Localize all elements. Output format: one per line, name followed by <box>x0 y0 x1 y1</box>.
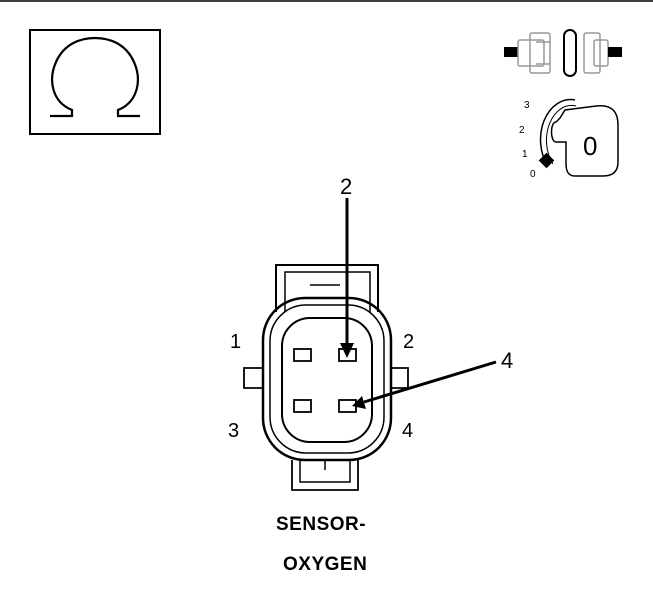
oxygen-sensor-connector <box>243 264 409 491</box>
caption-line-1: SENSOR- <box>276 514 366 535</box>
ohm-meter-icon <box>29 29 161 135</box>
callout-label-2: 2 <box>340 174 352 199</box>
pin-label-3: 3 <box>228 420 239 442</box>
callout-arrow-2 <box>340 198 354 358</box>
pin-cavity-3 <box>293 399 312 413</box>
ignition-scale-1: 1 <box>522 149 528 160</box>
pin-label-2: 2 <box>403 331 414 353</box>
connector-disconnected-icon <box>504 29 622 77</box>
caption-line-2: OXYGEN <box>283 554 367 575</box>
key-position-label: 0 <box>583 131 597 161</box>
ignition-key-icon: 0 3 2 1 0 <box>519 98 619 180</box>
pin-label-1: 1 <box>230 331 241 353</box>
ignition-scale-3: 3 <box>524 100 530 111</box>
pin-label-4: 4 <box>402 420 413 442</box>
pin-cavity-1 <box>293 348 312 362</box>
callout-label-4: 4 <box>501 348 513 373</box>
ignition-scale-0: 0 <box>530 169 536 180</box>
callout-arrow-4 <box>352 360 497 409</box>
ignition-scale-2: 2 <box>519 125 525 136</box>
